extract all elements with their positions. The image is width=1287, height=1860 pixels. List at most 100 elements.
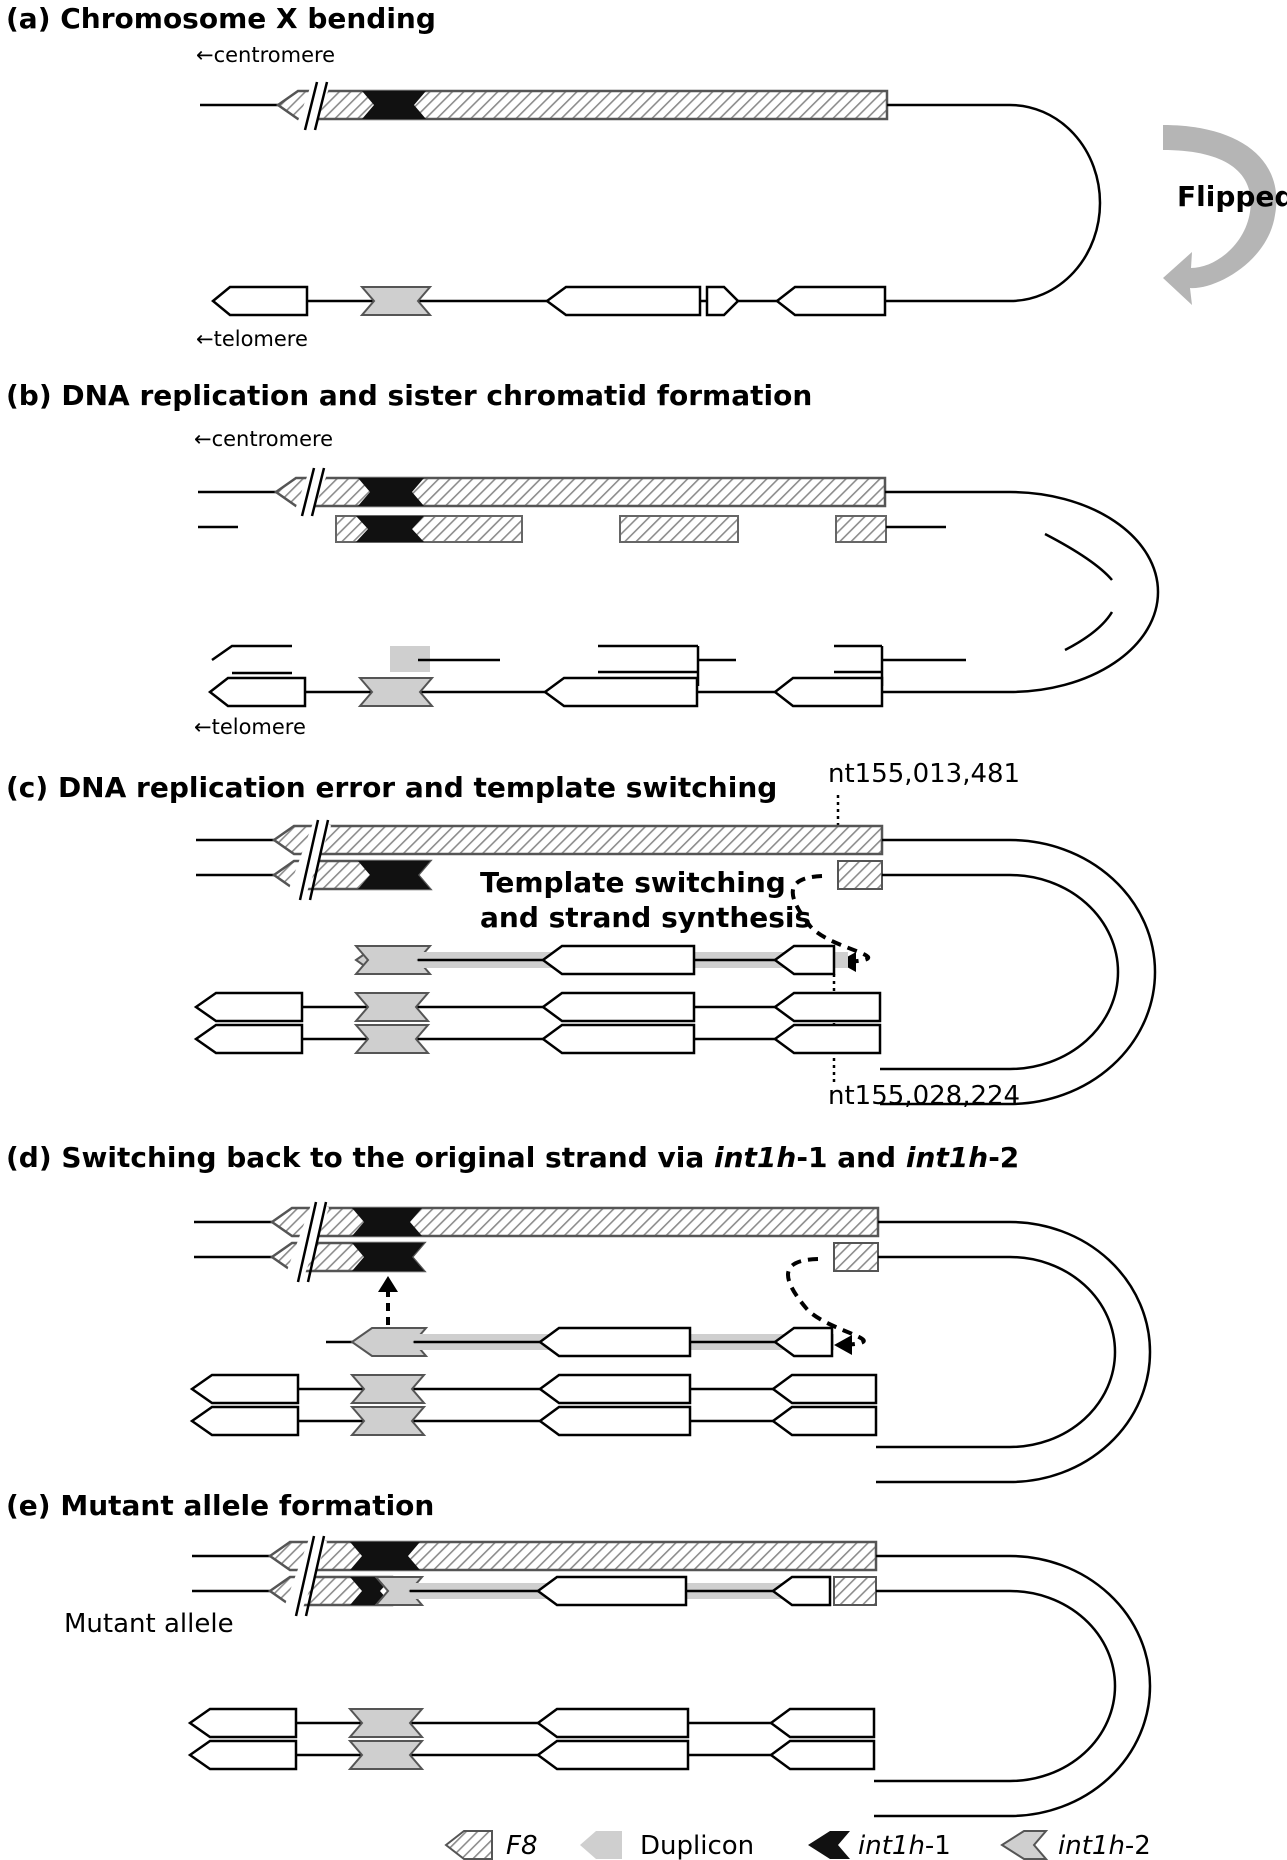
int1h-1-segment: [350, 1542, 420, 1570]
int1h-2-segment: [347, 1708, 425, 1738]
centromere-label: ←centromere: [196, 43, 335, 67]
flipped-label: Flipped: [1177, 180, 1287, 213]
gene-box: [535, 1739, 690, 1771]
int1h-2-segment: [349, 1406, 427, 1436]
f8-fragment: [837, 860, 883, 890]
break-mark: [294, 1535, 316, 1617]
break-mark-gap: [294, 467, 328, 517]
gene-box: [770, 1575, 832, 1607]
gene-box: [537, 1405, 692, 1437]
nascent-bend: [1044, 532, 1113, 581]
panel-c: (c) DNA replication error and template s…: [6, 759, 1157, 1111]
gene-box: [540, 991, 696, 1023]
gene-box: [772, 944, 836, 976]
panel-d: (d) Switching back to the original stran…: [6, 1141, 1152, 1484]
gene-box: [772, 1023, 882, 1055]
int1h-2-segment: [353, 1024, 431, 1054]
position-top-label: nt155,013,481: [828, 759, 1020, 789]
gene-box: [540, 1023, 696, 1055]
arrowhead-icon: [834, 1335, 852, 1355]
switch-arrow-icon: [786, 1257, 866, 1347]
int1h-1-segment: [358, 861, 430, 889]
gene-box: [535, 1575, 688, 1607]
gene-box: [207, 676, 307, 708]
gene-box: [705, 285, 740, 317]
int1h-1-segment: [352, 1208, 422, 1236]
break-mark: [310, 467, 326, 517]
break-mark: [300, 467, 316, 517]
duplicon-legend-icon: [580, 1831, 622, 1859]
panel-e-title: (e) Mutant allele formation: [6, 1489, 434, 1522]
gene-box: [189, 1373, 300, 1405]
gene-box: [187, 1707, 298, 1739]
chromosome-bend: [876, 1255, 1117, 1449]
gene-box: [542, 676, 699, 708]
int1h-2-segment: [353, 992, 431, 1022]
gene-box: [770, 1405, 878, 1437]
gene-box: [540, 944, 696, 976]
break-mark: [308, 819, 330, 901]
switch-arrow-icon: [790, 874, 870, 964]
int1h-2-segment: [357, 677, 435, 707]
panel-b-title: (b) DNA replication and sister chromatid…: [6, 379, 812, 412]
f8-fragment: [833, 1242, 879, 1272]
panel-c-title: (c) DNA replication error and template s…: [6, 771, 777, 804]
gene-box: [535, 1707, 690, 1739]
template-switch-note: Template switching: [480, 866, 786, 899]
break-mark: [298, 819, 320, 901]
int1h-1-segment: [358, 478, 424, 506]
chromosome-bend: [880, 838, 1157, 1106]
legend-int1h-2: int1h-2: [1058, 1831, 1151, 1860]
template-switch-note: and strand synthesis: [480, 901, 811, 934]
gene-box: [772, 676, 884, 708]
nascent-strand: [211, 644, 292, 662]
int1h-1-segment: [362, 91, 426, 119]
chromosome-bend: [874, 1589, 1117, 1783]
legend-f8: F8: [506, 1831, 538, 1860]
nascent-bend: [1064, 611, 1114, 652]
gene-box: [544, 285, 702, 317]
break-mark: [306, 1201, 328, 1283]
gene-box: [211, 285, 309, 317]
break-mark: [296, 1201, 318, 1283]
chromosome-bend: [885, 490, 1160, 694]
centromere-label: ←centromere: [194, 427, 333, 451]
f8-gene: [271, 824, 884, 856]
chromosome-bend: [885, 103, 1102, 303]
gene-box: [187, 1739, 298, 1771]
panel-a-title: (a) Chromosome X bending: [6, 2, 436, 35]
flip-arrow-icon: [1163, 125, 1277, 305]
break-mark: [304, 1535, 326, 1617]
int1h-1-segment: [356, 516, 424, 542]
gene-box: [774, 285, 887, 317]
break-mark-gap: [296, 81, 330, 131]
int1h-1-segment: [352, 1243, 424, 1271]
panel-d-title: (d) Switching back to the original stran…: [6, 1141, 1019, 1174]
break-mark: [313, 81, 329, 131]
telomere-label: ←telomere: [196, 327, 308, 351]
gene-box: [537, 1373, 692, 1405]
int1h-2-segment: [359, 286, 433, 316]
int1h-2-legend-icon: [1000, 1830, 1049, 1860]
f8-fragment: [619, 515, 739, 543]
int1h-2-segment: [349, 1374, 427, 1404]
gene-box: [770, 1373, 878, 1405]
chromosome-bend: [880, 873, 1120, 1071]
int1h-2-segment: [353, 945, 433, 975]
int1h-2-segment: [347, 1740, 425, 1770]
f8-fragment: [835, 515, 887, 543]
gene-box: [772, 1326, 834, 1358]
position-bottom-label: nt155,028,224: [828, 1081, 1020, 1111]
gene-box: [768, 1707, 876, 1739]
gene-box: [193, 991, 304, 1023]
telomere-label: ←telomere: [194, 715, 306, 739]
f8-fragment: [833, 1576, 877, 1606]
chromosome-bend: [874, 1554, 1152, 1818]
gene-box: [189, 1405, 300, 1437]
arrowhead-icon: [378, 1276, 398, 1292]
panel-b: (b) DNA replication and sister chromatid…: [6, 379, 1160, 739]
gene-box: [193, 1023, 304, 1055]
panel-a: (a) Chromosome X bending ←centromere ←te…: [6, 2, 1287, 351]
panel-e: (e) Mutant allele formation Mutant allel…: [6, 1489, 1152, 1818]
